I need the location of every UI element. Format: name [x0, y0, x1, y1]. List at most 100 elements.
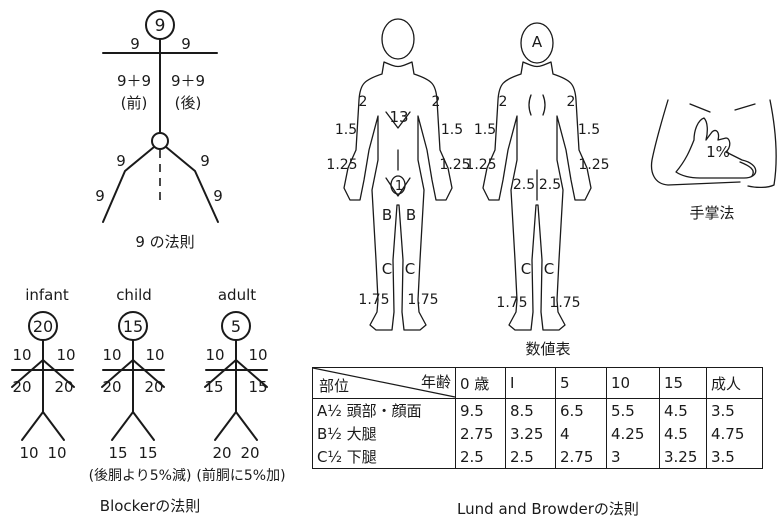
back-buttock-right: 2.5: [539, 177, 561, 193]
nines-arm-left-value: 9: [130, 35, 140, 53]
nines-trunk-front-label: (前): [121, 94, 148, 112]
body-chart-back: A 2 2 1.5 1.5 1.25 1.25 2.5 2.5 C C 1.75…: [465, 23, 609, 330]
nines-leg-right-outer-value: 9: [213, 187, 223, 205]
table-col-header: 10: [607, 368, 660, 399]
blocker-infant-leg-left: 10: [19, 444, 38, 462]
blocker-infant-head-value: 20: [33, 317, 53, 336]
body-front-head: [382, 19, 414, 59]
table-cell: 4: [556, 422, 607, 445]
blocker-caption: Blockerの法則: [100, 497, 200, 515]
blocker-adult-arm-right: 10: [248, 346, 267, 364]
table-row: B½ 大腿 2.75 3.25 4 4.25 4.5 4.75: [313, 422, 763, 445]
table-row-label: B½ 大腿: [313, 422, 456, 445]
nines-arm-right-value: 9: [181, 35, 191, 53]
table-header-age: 年齢: [421, 371, 451, 392]
blocker-figure-infant: infant 20 10 10 20 20 10 10: [12, 286, 76, 462]
front-thigh-right: B: [406, 206, 416, 224]
blocker-child-leg-left: 15: [108, 444, 127, 462]
table-cell: 3.5: [707, 399, 763, 423]
front-leg-left: C: [382, 260, 392, 278]
nines-head-value: 9: [155, 16, 166, 36]
nines-trunk-back-value: 9＋9: [171, 72, 205, 90]
lund-browder-caption: Lund and Browderの法則: [457, 500, 639, 518]
back-forearm-left: 1.5: [474, 122, 496, 138]
table-cell: 3.5: [707, 445, 763, 469]
nines-caption: 9 の法則: [135, 233, 194, 251]
rule-of-nines-diagram: 9 9 9 9＋9 (前) 9＋9 (後) 9 9 9 9 9 の法則: [95, 11, 223, 251]
table-col-header: 0 歳: [456, 368, 506, 399]
front-thigh-left: B: [382, 206, 392, 224]
back-upper-arm-right: 2: [567, 94, 576, 110]
table-cell: 9.5: [456, 399, 506, 423]
blocker-infant-trunk-left: 20: [12, 378, 31, 396]
front-genital-value: 1: [395, 179, 403, 194]
blocker-infant-arm-right: 10: [56, 346, 75, 364]
table-row: A½ 頭部・顔面 9.5 8.5 6.5 5.5 4.5 3.5: [313, 399, 763, 423]
blocker-adult-head-value: 5: [231, 317, 241, 336]
blocker-adult-leg-right: 20: [240, 444, 259, 462]
front-trunk-value: 13: [389, 108, 408, 126]
blocker-figure-adult: adult 5 10 10 15 15 20 20: [204, 286, 267, 462]
table-row-label: C½ 下腿: [313, 445, 456, 469]
nines-leg-right: [166, 147, 218, 222]
nines-leg-left: [103, 147, 154, 222]
table-cell: 2.75: [556, 445, 607, 469]
table-cell: 3.25: [506, 422, 556, 445]
blocker-adult-label: adult: [218, 286, 256, 304]
blocker-adult-trunk-right: 15: [248, 378, 267, 396]
table-row-label: A½ 頭部・顔面: [313, 399, 456, 423]
table-cell: 3.25: [660, 445, 707, 469]
table-cell: 5.5: [607, 399, 660, 423]
blocker-diagram: infant 20 10 10 20 20 10 10 child: [12, 286, 286, 515]
front-upper-arm-right: 2: [432, 94, 441, 110]
table-col-header: 15: [660, 368, 707, 399]
table-cell: 2.75: [456, 422, 506, 445]
back-forearm-right: 1.5: [578, 122, 600, 138]
blocker-infant-arm-left: 10: [12, 346, 31, 364]
front-foot-right: 1.75: [407, 292, 438, 308]
table-row: C½ 下腿 2.5 2.5 2.75 3 3.25 3.5: [313, 445, 763, 469]
blocker-child-trunk-right: 20: [144, 378, 163, 396]
table-cell: 6.5: [556, 399, 607, 423]
back-buttock-left: 2.5: [513, 177, 535, 193]
nines-leg-left-inner-value: 9: [116, 152, 126, 170]
table-cell: 2.5: [506, 445, 556, 469]
blocker-adult-note: (前胴に5%加): [196, 467, 285, 484]
blocker-infant-trunk-right: 20: [54, 378, 73, 396]
table-cell: 2.5: [456, 445, 506, 469]
front-forearm-left: 1.5: [335, 122, 357, 138]
table-cell: 4.5: [660, 399, 707, 423]
back-head-value: A: [532, 33, 543, 51]
table-header-row: 部位 年齢 0 歳 I 5 10 15 成人: [313, 368, 763, 399]
back-hand-right: 1.25: [578, 157, 609, 173]
blocker-adult-arm-left: 10: [205, 346, 224, 364]
blocker-child-note: (後胴より5%減): [89, 467, 192, 484]
nines-leg-left-outer-value: 9: [95, 187, 105, 205]
blocker-figure-child: child 15 10 10 20 20 15 15: [102, 286, 165, 462]
front-forearm-right: 1.5: [441, 122, 463, 138]
back-leg-left: C: [521, 260, 531, 278]
blocker-adult-trunk-left: 15: [204, 378, 223, 396]
table-col-header: 成人: [707, 368, 763, 399]
table-title: 数値表: [525, 340, 570, 358]
back-upper-arm-left: 2: [499, 94, 508, 110]
lund-browder-table: 部位 年齢 0 歳 I 5 10 15 成人 A½ 頭部・顔面 9.5 8.5 …: [312, 367, 763, 469]
table-cell: 4.25: [607, 422, 660, 445]
blocker-adult-leg-left: 20: [212, 444, 231, 462]
blocker-child-head-value: 15: [123, 317, 143, 336]
blocker-infant-label: infant: [25, 286, 69, 304]
back-leg-right: C: [544, 260, 554, 278]
body-chart-front: 2 2 13 1.5 1.5 1.25 1.25 1 B B C C 1.75 …: [326, 19, 470, 330]
table-col-header: 5: [556, 368, 607, 399]
table-cell: 8.5: [506, 399, 556, 423]
blocker-child-arm-left: 10: [102, 346, 121, 364]
front-hand-left: 1.25: [326, 157, 357, 173]
palm-method-diagram: 1% 手掌法: [652, 100, 777, 222]
palm-caption: 手掌法: [689, 204, 734, 222]
blocker-infant-leg-right: 10: [47, 444, 66, 462]
blocker-child-arm-right: 10: [145, 346, 164, 364]
nines-leg-right-inner-value: 9: [200, 152, 210, 170]
table-header-corner: 部位 年齢: [313, 368, 456, 399]
table-col-header: I: [506, 368, 556, 399]
